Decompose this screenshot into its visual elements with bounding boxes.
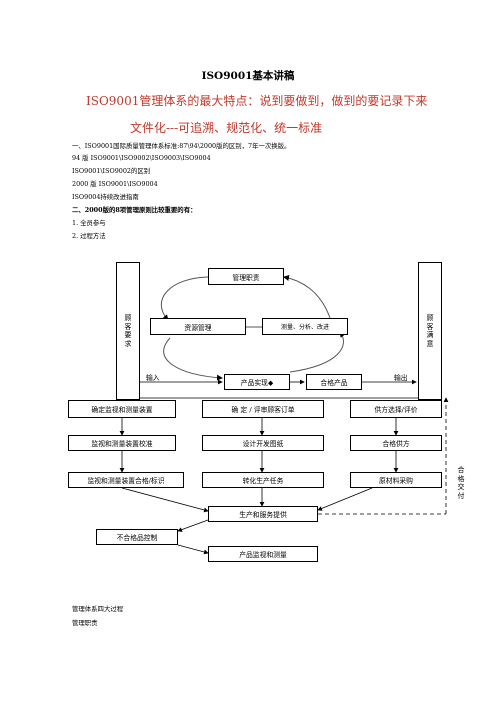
product-realization-box: 产品实现◆: [224, 374, 290, 390]
device-calibration-box: 监视和测量装置校准: [68, 435, 176, 451]
nonconforming-control-box: 不合格品控制: [96, 529, 178, 545]
qualified-supplier-box: 合格供方: [350, 435, 442, 451]
material-purchase-box: 原材料采购: [350, 472, 442, 488]
design-development-box: 设计开发图纸: [202, 435, 324, 451]
input-label: 输入: [146, 374, 160, 382]
customer-requirements-box: [116, 262, 140, 400]
body-line-2000-version: 2000 版 ISO9001\ISO9004: [72, 180, 158, 188]
qualified-product-box: 合格产品: [306, 374, 362, 390]
page-title: ISO9001基本讲稿: [201, 70, 295, 82]
device-identification-box: 监视和测量装置合格/标识: [68, 472, 184, 488]
customer-satisfaction-box: [418, 262, 442, 400]
production-service-box: 生产和服务提供: [208, 506, 318, 522]
subtitle-documentation: 文件化---可追溯、规范化、统一标准: [130, 121, 323, 135]
management-responsibility-box: 管理职责: [208, 268, 284, 285]
subtitle-feature: ISO9001管理体系的最大特点：说到要做到，做到的要记录下来: [86, 94, 428, 108]
body-line-difference: ISO9001\ISO9002的区别: [72, 167, 151, 175]
determine-monitoring-devices-box: 确定监视和测量装置: [68, 400, 176, 418]
list-item-full-participation: 1. 全员参与: [72, 219, 106, 227]
product-monitoring-box: 产品监视和测量: [208, 546, 318, 562]
customer-satisfaction-label: 顾客满意: [426, 314, 434, 348]
section-heading-principles: 二、2000版的8项管理原则比较重要的有：: [72, 206, 197, 214]
supplier-evaluation-box: 供方选择/评价: [350, 400, 442, 418]
resource-management-box: 资源管理: [150, 318, 246, 335]
measurement-analysis-box: 测量、分析、改进: [262, 318, 348, 335]
body-line-94-version: 94 版 ISO9001\ISO9002\ISO9003\ISO9004: [72, 154, 211, 162]
body-line-standard-versions: 一、ISO9001国际质量管理体系标准:87\94\2000版的区别，7年一次换…: [72, 142, 291, 150]
footer-management-responsibility: 管理职责: [72, 619, 98, 627]
output-label: 输出: [394, 374, 408, 382]
customer-requirements-label: 顾客要求: [124, 314, 132, 348]
footer-four-processes: 管理体系四大过程: [72, 605, 124, 613]
body-line-iso9004: ISO9004持续改进指南: [72, 193, 139, 201]
qualified-delivery-label: 合格交付: [457, 466, 465, 500]
production-task-box: 转化生产任务: [202, 472, 324, 488]
review-customer-orders-box: 确 定 / 评审顾客订单: [202, 400, 324, 418]
list-item-process-approach: 2. 过程方法: [72, 232, 106, 240]
